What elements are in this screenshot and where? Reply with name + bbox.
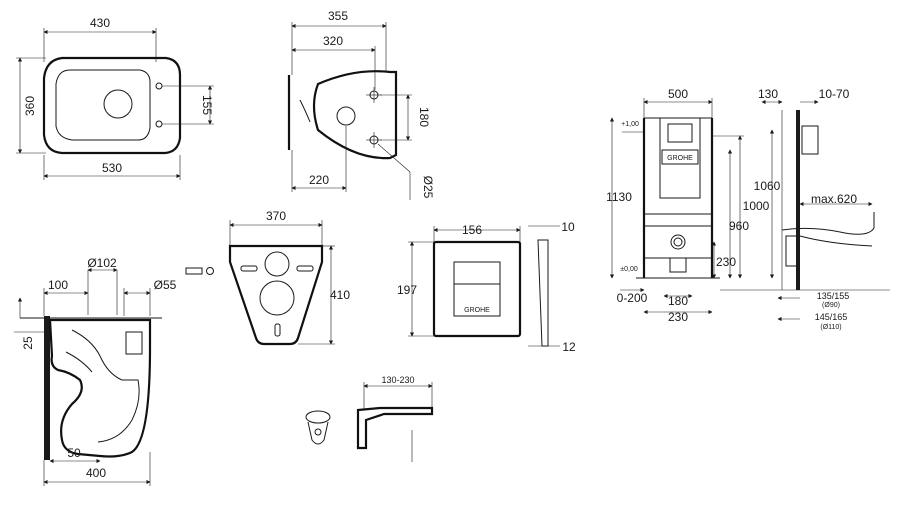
connector-range-label: 130-230	[381, 375, 414, 385]
wall-offset-label: 10-70	[819, 87, 850, 101]
frame-total-height: 1130	[606, 190, 632, 204]
side-height-label: 180	[417, 107, 431, 127]
offset-left-label: 0-200	[617, 291, 648, 305]
bowl-section-view: Ø102 100 Ø55 25 50 400	[14, 256, 214, 486]
support-bracket-icon	[305, 410, 331, 445]
side-bottom-label: 220	[309, 173, 329, 187]
seat-side-view: 355 320 180 220 Ø25	[287, 9, 435, 200]
outlet-diameter-label: Ø102	[87, 256, 117, 270]
flush-plate-view: GROHE 156 197 10 12	[397, 220, 576, 354]
frame-front-view: GROHE 500 1130 +1,00 ±0,00 1000 960 230 …	[606, 87, 770, 324]
pipe-b-label: 145/165	[815, 312, 848, 322]
height-230-label: 230	[716, 255, 736, 269]
height-1060-label: 1060	[754, 179, 781, 193]
plate-width-label: 370	[266, 209, 286, 223]
base-offset-label: 50	[67, 446, 81, 460]
pipe-diameter-label: Ø55	[154, 278, 177, 292]
frame-bottom-width: 230	[668, 310, 688, 324]
side-inner-label: 320	[323, 34, 343, 48]
rim-height-label: 25	[21, 336, 35, 350]
pipe-a-label: 135/155	[817, 291, 850, 301]
level-zero-label: ±0,00	[620, 266, 638, 273]
offset-top-label: 100	[48, 278, 68, 292]
flush-plate-depth-top: 10	[561, 220, 575, 234]
bolt-set-icon	[185, 267, 214, 275]
height-1000-label: 1000	[743, 199, 770, 213]
frame-brand-label: GROHE	[667, 155, 693, 162]
flush-plate-width-label: 156	[462, 223, 482, 237]
reach-label: max.620	[811, 192, 857, 206]
pipe-b-diameter: (Ø110)	[820, 324, 841, 331]
frame-side-view: 130 10-70 1060 max.620 135/155 (Ø90) 145…	[720, 87, 890, 331]
bolt-spacing-label: 155	[200, 95, 214, 115]
flush-plate-depth-bottom: 12	[562, 340, 576, 354]
seat-length-label: 530	[102, 161, 122, 175]
seat-top-view: 430 530 360 155	[16, 16, 214, 180]
level-top-label: +1,00	[621, 121, 639, 128]
flush-plate-height-label: 197	[397, 283, 417, 297]
seat-width-label: 430	[90, 16, 110, 30]
plate-height-label: 410	[330, 288, 350, 302]
flush-plate-brand: GROHE	[464, 307, 490, 314]
hole-diameter-label: Ø25	[421, 176, 435, 199]
connector-view: 130-230	[305, 375, 434, 462]
side-total-label: 355	[328, 9, 348, 23]
sound-plate-view: 370 410	[228, 209, 350, 346]
seat-depth-label: 360	[23, 96, 37, 116]
pipe-a-diameter: (Ø90)	[822, 302, 840, 309]
frame-top-width: 130	[758, 87, 778, 101]
height-960-label: 960	[729, 219, 749, 233]
frame-width-label: 500	[668, 87, 688, 101]
frame-center-label: 180	[668, 294, 688, 308]
bowl-depth-label: 400	[86, 466, 106, 480]
